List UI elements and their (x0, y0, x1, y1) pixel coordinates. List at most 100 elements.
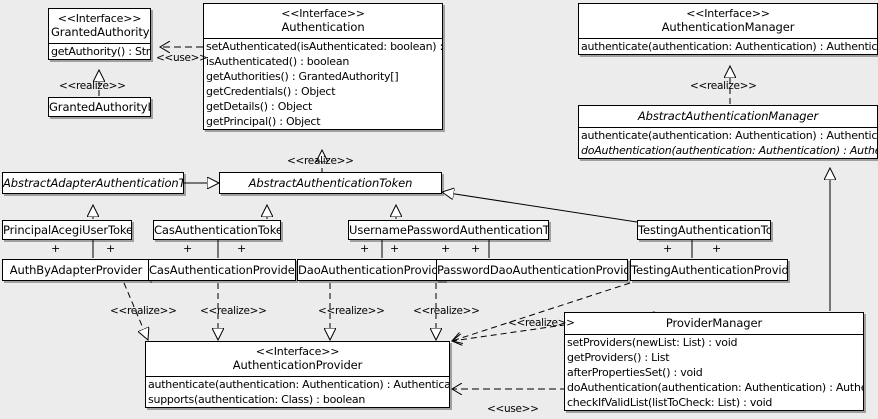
edge-label-realize-password-dao-provider: <<realize>> (413, 305, 480, 317)
class-name-label: CasAuthenticationToken (154, 223, 280, 237)
auth-by-adapter-provider-header: AuthByAdapterProvider (3, 260, 149, 280)
class-box-abstract-adapter-authentication-token[interactable]: AbstractAdapterAuthenticationToken (2, 172, 184, 194)
class-box-abstract-authentication-token[interactable]: AbstractAuthenticationToken (219, 172, 442, 194)
abstract-authentication-manager-methods: authenticate(authentication: Authenticat… (579, 128, 877, 158)
method-row: supports(authentication: Class) : boolea… (148, 392, 366, 406)
edge-label-realize-auth-by-adapter: <<realize>> (110, 305, 177, 317)
edge-label-use-provider-manager: <<use>> (487, 403, 539, 415)
class-box-granted-authority[interactable]: <<Interface>> GrantedAuthority getAuthor… (48, 8, 151, 60)
method-row: getDetails() : Object (206, 99, 313, 113)
association-plus-mark: + (106, 242, 116, 255)
association-plus-mark: + (237, 242, 247, 255)
method-row: afterPropertiesSet() : void (567, 365, 703, 379)
class-box-password-dao-authentication-provider[interactable]: PasswordDaoAuthenticationProvider (436, 259, 628, 281)
authentication-manager-header: <<Interface>> AuthenticationManager (579, 4, 877, 38)
class-box-dao-authentication-provider[interactable]: DaoAuthenticationProvider (297, 259, 445, 281)
authentication-manager-methods: authenticate(authentication: Authenticat… (579, 39, 877, 54)
method-row: doAuthentication(authentication: Authent… (567, 380, 863, 394)
class-box-provider-manager[interactable]: ProviderManager setProviders(newList: Li… (564, 312, 864, 411)
provider-manager-methods: setProviders(newList: List) : void getPr… (565, 335, 863, 410)
authentication-provider-header: <<Interface>> AuthenticationProvider (146, 342, 449, 376)
class-box-authentication-provider[interactable]: <<Interface>> AuthenticationProvider aut… (145, 341, 450, 408)
method-row: getProviders() : List (567, 350, 670, 364)
method-row: authenticate(authentication: Authenticat… (581, 128, 877, 142)
cas-authentication-provider-header: CasAuthenticationProvider (149, 260, 295, 280)
stereotype-label: <<Interface>> (57, 12, 142, 25)
abstract-authentication-token-header: AbstractAuthenticationToken (220, 173, 441, 193)
compartment-divider (146, 375, 449, 377)
edge-label-realize-granted-authority-impl: <<realize>> (59, 80, 126, 92)
method-row: getAuthorities() : GrantedAuthority[] (206, 69, 399, 83)
class-box-granted-authority-impl[interactable]: GrantedAuthorityImpl (48, 97, 151, 117)
compartment-divider (579, 37, 877, 39)
class-name-label: TestingAuthenticationToken (638, 223, 770, 237)
method-row: setProviders(newList: List) : void (567, 335, 738, 349)
principal-acegi-user-token-header: PrincipalAcegiUserToken (3, 221, 131, 239)
class-box-principal-acegi-user-token[interactable]: PrincipalAcegiUserToken (2, 220, 132, 240)
class-name-label: AbstractAuthenticationToken (248, 176, 413, 190)
testing-authentication-provider-header: TestingAuthenticationProvider (631, 260, 787, 280)
class-name-label: AuthByAdapterProvider (9, 263, 143, 277)
class-box-authentication[interactable]: <<Interface>> Authentication setAuthenti… (203, 3, 443, 130)
edge-label-use-granted-authority: <<use>> (156, 52, 208, 64)
association-plus-mark: + (183, 242, 193, 255)
provider-manager-header: ProviderManager (565, 313, 863, 334)
stereotype-label: <<Interface>> (281, 7, 365, 20)
association-plus-mark: + (441, 242, 451, 255)
authentication-methods: setAuthenticated(isAuthenticated: boolea… (204, 39, 442, 129)
class-name-label: Authentication (281, 20, 365, 34)
class-box-cas-authentication-provider[interactable]: CasAuthenticationProvider (148, 259, 296, 281)
class-name-label: PasswordDaoAuthenticationProvider (437, 263, 627, 277)
dao-authentication-provider-header: DaoAuthenticationProvider (298, 260, 444, 280)
edge-label-realize-dao-provider: <<realize>> (318, 305, 385, 317)
edge-label-realize-cas-provider: <<realize>> (200, 305, 267, 317)
class-box-abstract-authentication-manager[interactable]: AbstractAuthenticationManager authentica… (578, 105, 878, 159)
class-box-username-password-authentication-token[interactable]: UsernamePasswordAuthenticationToken (348, 220, 549, 240)
association-plus-mark: + (712, 242, 722, 255)
class-name-label: TestingAuthenticationProvider (631, 263, 787, 277)
compartment-divider (579, 126, 877, 128)
method-row: checkIfValidList(listToCheck: List) : vo… (567, 395, 773, 409)
password-dao-authentication-provider-header: PasswordDaoAuthenticationProvider (437, 260, 627, 280)
edge-label-realize-abstract-authentication-token: <<realize>> (287, 155, 354, 167)
method-row: authenticate(authentication: Authenticat… (148, 377, 449, 391)
method-row: doAuthentication(authentication: Authent… (581, 143, 877, 157)
granted-authority-impl-header: GrantedAuthorityImpl (49, 98, 150, 116)
stereotype-label: <<Interface>> (255, 345, 340, 358)
method-row: authenticate(authentication: Authenticat… (581, 39, 877, 53)
stereotype-label: <<Interface>> (686, 7, 770, 20)
association-plus-mark: + (471, 242, 481, 255)
method-row: getPrincipal() : Object (206, 114, 321, 128)
class-name-label: AuthenticationManager (661, 20, 795, 34)
authentication-header: <<Interface>> Authentication (204, 4, 442, 38)
class-name-label: AbstractAdapterAuthenticationToken (3, 176, 183, 190)
edge-label-realize-authentication-manager: <<realize>> (690, 80, 757, 92)
association-plus-mark: + (51, 242, 61, 255)
class-box-auth-by-adapter-provider[interactable]: AuthByAdapterProvider (2, 259, 150, 281)
association-plus-mark: + (663, 242, 673, 255)
class-name-label: DaoAuthenticationProvider (298, 263, 444, 277)
granted-authority-methods: getAuthority() : String (49, 44, 150, 59)
class-name-label: GrantedAuthorityImpl (49, 100, 150, 114)
testing-authentication-token-header: TestingAuthenticationToken (638, 221, 770, 239)
class-box-authentication-manager[interactable]: <<Interface>> AuthenticationManager auth… (578, 3, 878, 55)
cas-authentication-token-header: CasAuthenticationToken (154, 221, 280, 239)
association-plus-mark: + (360, 242, 370, 255)
class-box-cas-authentication-token[interactable]: CasAuthenticationToken (153, 220, 281, 240)
class-box-testing-authentication-provider[interactable]: TestingAuthenticationProvider (630, 259, 788, 281)
edge-label-realize-provider-manager: <<realize>> (508, 317, 575, 329)
method-row: getAuthority() : String (51, 44, 150, 58)
authentication-provider-methods: authenticate(authentication: Authenticat… (146, 377, 449, 407)
granted-authority-header: <<Interface>> GrantedAuthority (49, 9, 150, 43)
method-row: getCredentials() : Object (206, 84, 336, 98)
class-box-testing-authentication-token[interactable]: TestingAuthenticationToken (637, 220, 771, 240)
method-row: isAuthenticated() : boolean (206, 54, 350, 68)
compartment-divider (204, 37, 442, 39)
method-row: setAuthenticated(isAuthenticated: boolea… (206, 39, 442, 53)
username-password-token-header: UsernamePasswordAuthenticationToken (349, 221, 548, 239)
abstract-authentication-manager-header: AbstractAuthenticationManager (579, 106, 877, 127)
compartment-divider (49, 42, 150, 44)
class-name-label: UsernamePasswordAuthenticationToken (349, 223, 548, 237)
association-plus-mark: + (390, 242, 400, 255)
